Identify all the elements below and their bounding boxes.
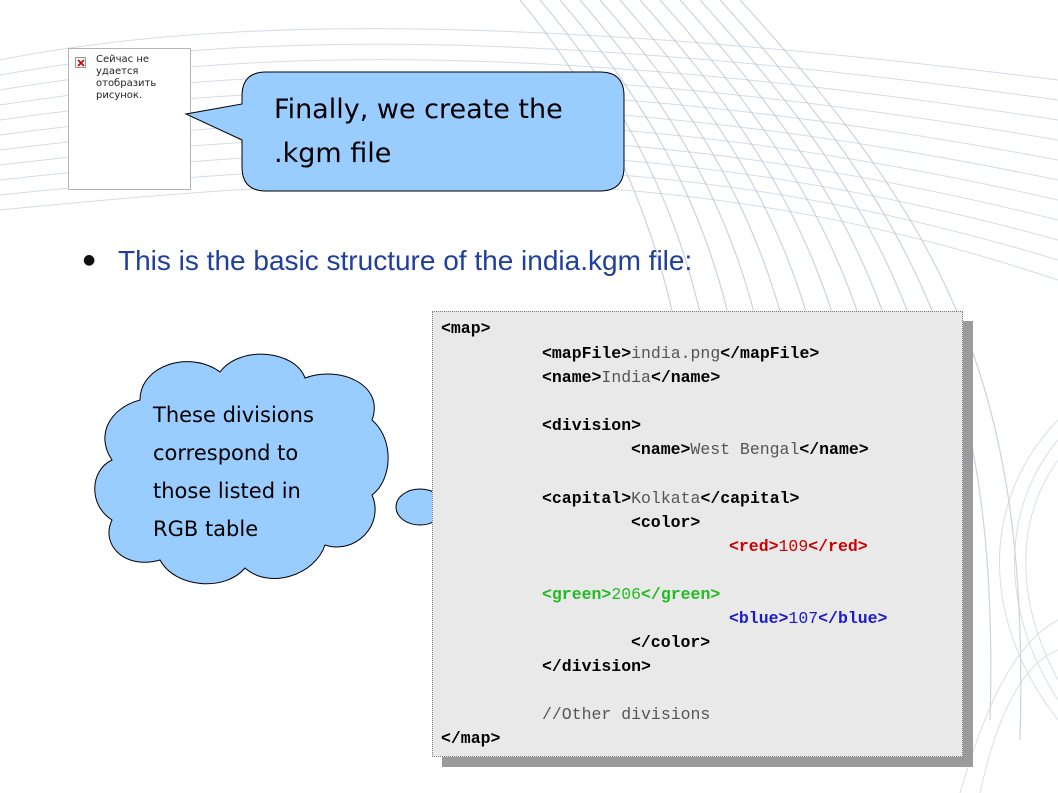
code-line-red: <red>109</red> — [729, 537, 868, 556]
code-line-map-close: </map> — [441, 729, 501, 748]
thought-cloud-shape — [94, 353, 389, 585]
slide-heading: This is the basic structure of the india… — [118, 245, 693, 276]
callout-line-2: .kgm file — [274, 138, 392, 169]
callout-text: Finally, we create the .kgm file — [274, 88, 614, 176]
thought-line-1: These divisions — [153, 403, 314, 427]
bullet-marker: ● — [83, 252, 96, 268]
callout-line-1: Finally, we create the — [274, 94, 563, 125]
broken-image-placeholder: Сейчас не удается отобразить рисунок. — [68, 48, 191, 190]
broken-image-icon — [75, 57, 86, 68]
code-line-blue: <blue>107</blue> — [729, 609, 888, 628]
code-line-division-open: <division> — [542, 416, 642, 435]
code-line-color-open: <color> — [631, 513, 701, 532]
thought-text: These divisions correspond to those list… — [153, 396, 358, 548]
broken-image-alt-text: Сейчас не удается отобразить рисунок. — [96, 54, 157, 101]
code-line-map-open: <map> — [441, 319, 491, 338]
thought-line-3: those listed in — [153, 479, 301, 503]
code-line-capital: <capital>Kolkata</capital> — [542, 489, 800, 508]
code-line-division-close: </division> — [542, 657, 651, 676]
thought-line-2: correspond to — [153, 441, 299, 465]
code-line-mapfile: <mapFile>india.png</mapFile> — [542, 344, 820, 363]
code-box: <map> <mapFile>india.png</mapFile> <name… — [432, 311, 963, 757]
thought-line-4: RGB table — [153, 517, 259, 541]
code-line-color-close: </color> — [631, 633, 711, 652]
code-line-green: <green>206</green> — [542, 585, 721, 604]
speech-callout-shape — [184, 71, 625, 192]
code-line-comment: //Other divisions — [542, 705, 711, 724]
code-line-division-name: <name>West Bengal</name> — [631, 440, 869, 459]
code-line-name: <name>India</name> — [542, 368, 721, 387]
